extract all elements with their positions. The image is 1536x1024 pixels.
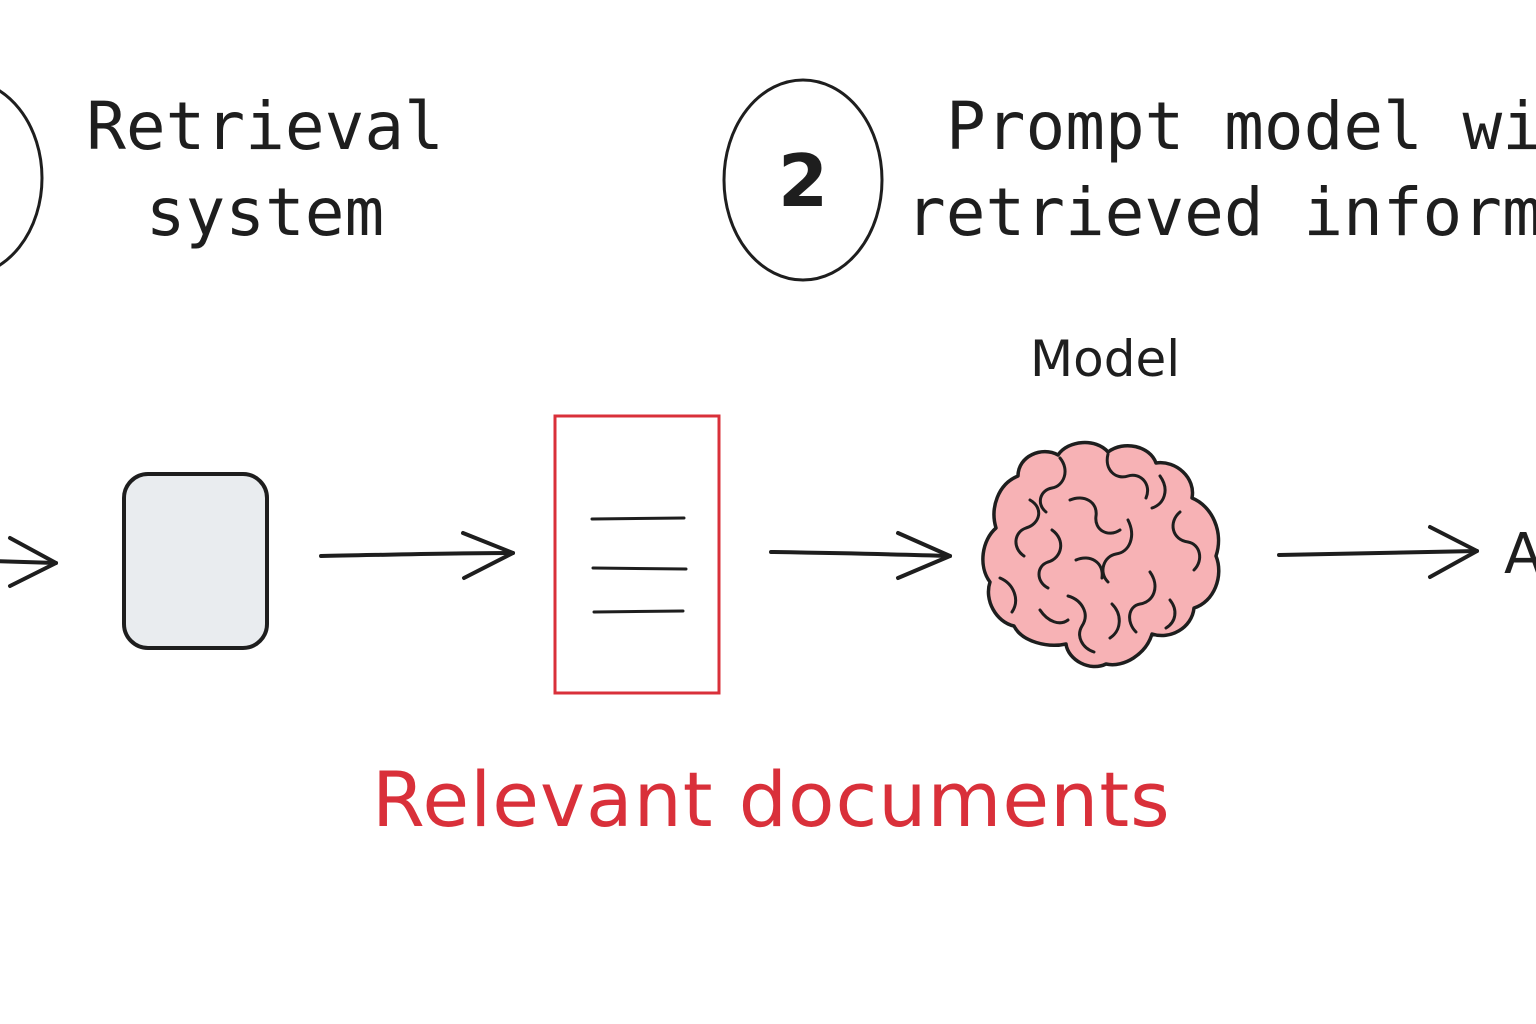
step-2-title-line1: Prompt model with [946,88,1536,165]
step-2-title-line2: retrieved information [906,174,1536,251]
model-label: Model [1030,330,1181,388]
answer-label: Answer [1504,522,1536,592]
database-box-icon [122,472,269,650]
document-icon [553,414,721,695]
arrow-right-icon [769,531,952,580]
documents-label: Relevant documents [372,755,1171,844]
step-2-circle [722,78,884,282]
step-1-heading: Retrieval system [60,84,470,256]
arrow-right-icon [0,536,58,588]
step-2-number: 2 [777,139,829,223]
step-2-heading: Prompt model with retrieved information [906,84,1536,256]
arrow-right-icon [319,531,515,580]
step-1-title-line1: Retrieval [86,88,444,165]
step-1-circle [0,89,44,267]
step-1-title-line2: system [145,174,385,251]
answer-label-text: Answer [1504,522,1536,587]
arrow-right-icon [1277,525,1479,579]
brain-icon [981,440,1221,669]
